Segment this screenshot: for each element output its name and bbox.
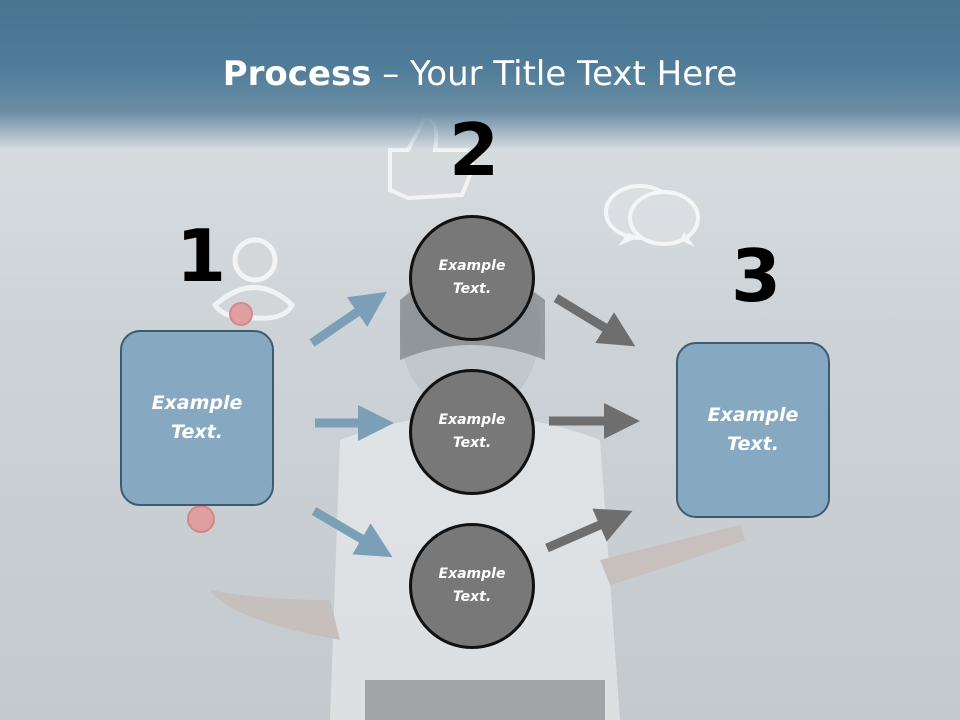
step-box-1: Example Text. (120, 330, 274, 506)
step-circle-3: Example Text. (409, 523, 535, 649)
arrow-circle3-to-box3 (545, 508, 633, 553)
header-band (0, 0, 960, 150)
step-circle-2-text: Example Text. (438, 412, 506, 451)
chat-bubbles-icon (604, 184, 700, 247)
step-circle-1: Example Text. (409, 215, 535, 341)
title-bold: Process (222, 54, 372, 94)
step-box-3: Example Text. (676, 342, 830, 518)
title-rest: – Your Title Text Here (371, 54, 738, 94)
arrow-circle1-to-box3 (553, 294, 636, 347)
step-number-3: 3 (731, 234, 782, 318)
page-title: Process – Your Title Text Here (0, 52, 960, 96)
step-circle-1-text: Example Text. (438, 258, 506, 297)
step-box-1-text: Example Text. (151, 392, 243, 443)
step-number-2: 2 (449, 108, 500, 192)
step-box-3-text: Example Text. (707, 404, 799, 455)
arrow-box1-to-circle3 (311, 507, 393, 558)
person-icon (187, 237, 296, 533)
step-number-1: 1 (176, 214, 227, 298)
arrow-box1-to-circle1 (309, 291, 387, 347)
step-circle-2: Example Text. (409, 369, 535, 495)
step-circle-3-text: Example Text. (438, 566, 506, 605)
